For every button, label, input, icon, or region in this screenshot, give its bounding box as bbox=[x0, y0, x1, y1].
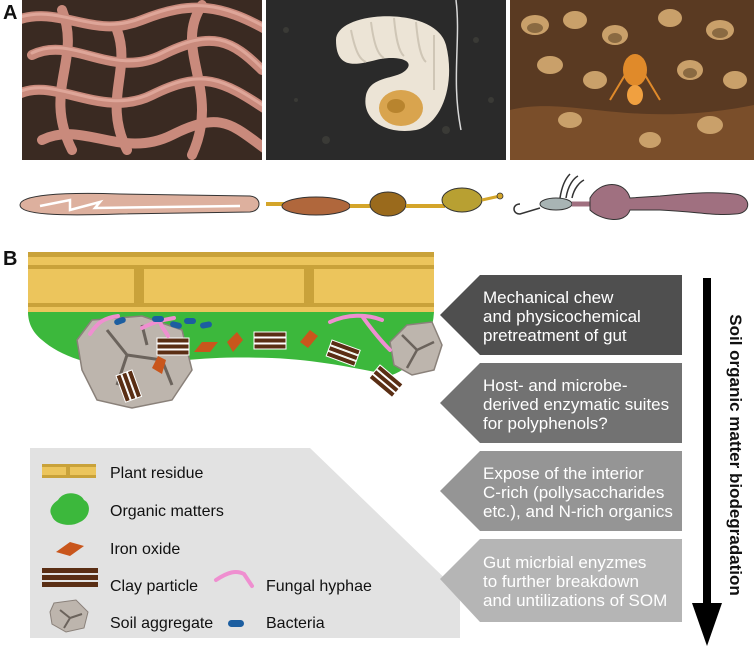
step-arrow-3 bbox=[440, 451, 682, 531]
clay-particles bbox=[115, 331, 404, 403]
step-arrow-1 bbox=[440, 275, 682, 355]
termite-photo bbox=[510, 0, 754, 160]
step-arrow-2 bbox=[440, 363, 682, 443]
legend-organic-matters: Organic matters bbox=[110, 503, 224, 520]
earthworm-gut-icon bbox=[19, 192, 260, 216]
fungal-hyphae-icon bbox=[214, 570, 254, 588]
soil-degradation-scene bbox=[28, 252, 443, 409]
plant-residue-icon bbox=[42, 464, 96, 478]
step-arrows bbox=[440, 275, 682, 622]
soil-aggregate-icon bbox=[49, 599, 89, 633]
panel-label-b: B bbox=[3, 248, 18, 270]
step-arrow-4 bbox=[440, 539, 682, 622]
legend-bacteria: Bacteria bbox=[266, 615, 325, 632]
step-text-2: Host- and microbe- derived enzymatic sui… bbox=[483, 376, 670, 433]
bacteria-icon bbox=[228, 620, 244, 627]
gut-diagrams bbox=[19, 173, 749, 220]
panel-label-a: A bbox=[3, 2, 18, 24]
soil-aggregate-right bbox=[389, 321, 443, 376]
plant-residue-block bbox=[28, 252, 434, 312]
legend-soil-aggregate: Soil aggregate bbox=[110, 615, 214, 632]
step-text-1: Mechanical chew and physicochemical pret… bbox=[483, 288, 641, 345]
clay-particle-icon bbox=[42, 568, 98, 587]
beetle-gut-icon bbox=[266, 187, 504, 217]
step-text-4: Gut micrbial enyzmes to further breakdow… bbox=[483, 553, 668, 610]
iron-oxide-icon bbox=[56, 542, 84, 556]
iron-oxide-particles bbox=[152, 330, 318, 374]
step-text-3: Expose of the interior C-rich (pollysacc… bbox=[483, 464, 673, 521]
organic-matter-icon bbox=[50, 493, 89, 525]
fungal-hyphae bbox=[88, 313, 392, 352]
legend-plant-residue: Plant residue bbox=[110, 465, 204, 482]
termite-gut-icon bbox=[513, 173, 749, 220]
legend-fungal-hyphae: Fungal hyphae bbox=[266, 578, 372, 595]
legend-clay-particle: Clay particle bbox=[110, 578, 199, 595]
legend-box bbox=[30, 448, 460, 638]
legend-iron-oxide: Iron oxide bbox=[110, 541, 181, 558]
degradation-arrow bbox=[692, 278, 722, 646]
beetle-larva-photo bbox=[266, 0, 506, 160]
degradation-label: Soil organic matter biodegradation bbox=[726, 314, 745, 596]
earthworm-photo bbox=[22, 0, 262, 160]
bacteria bbox=[114, 316, 212, 329]
